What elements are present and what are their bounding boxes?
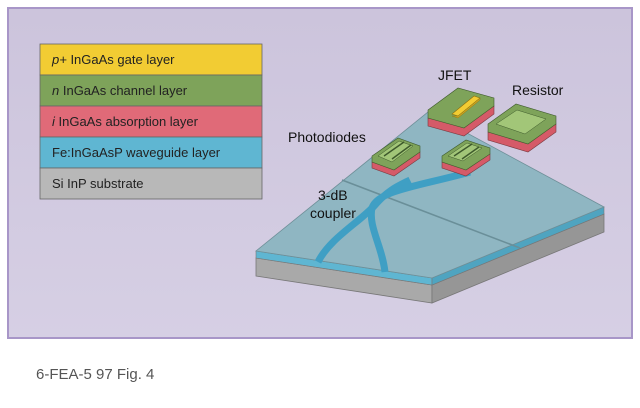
figure-caption: 6-FEA-5 97 Fig. 4	[36, 366, 155, 383]
jfet-device	[427, 87, 495, 137]
label-resistor: Resistor	[512, 82, 564, 98]
legend-label-gate: p+ InGaAs gate layer	[51, 52, 175, 67]
label-jfet: JFET	[438, 67, 472, 83]
photodiode-left	[371, 137, 421, 177]
legend-label-channel: n InGaAs channel layer	[52, 83, 188, 98]
legend-label-waveguide: Fe:InGaAsP waveguide layer	[52, 145, 221, 160]
layer-legend: p+ InGaAs gate layer n InGaAs channel la…	[39, 43, 263, 200]
label-photodiodes: Photodiodes	[288, 129, 366, 145]
waveguide-right	[367, 168, 471, 273]
photodiode-right	[441, 139, 491, 177]
legend-label-substrate: Si InP substrate	[52, 176, 144, 191]
legend-swatch-absorption	[39, 105, 263, 138]
legend-swatch-substrate	[39, 167, 263, 200]
legend-swatch-channel	[39, 74, 263, 107]
slab-groove	[341, 179, 521, 249]
legend-label-absorption: i InGaAs absorption layer	[52, 114, 199, 129]
coupler-waveguides	[314, 168, 471, 273]
label-coupler-line2: coupler	[310, 205, 356, 221]
legend-swatch-gate	[39, 43, 263, 76]
resistor-device	[487, 103, 557, 153]
label-coupler-line1: 3-dB	[318, 187, 348, 203]
